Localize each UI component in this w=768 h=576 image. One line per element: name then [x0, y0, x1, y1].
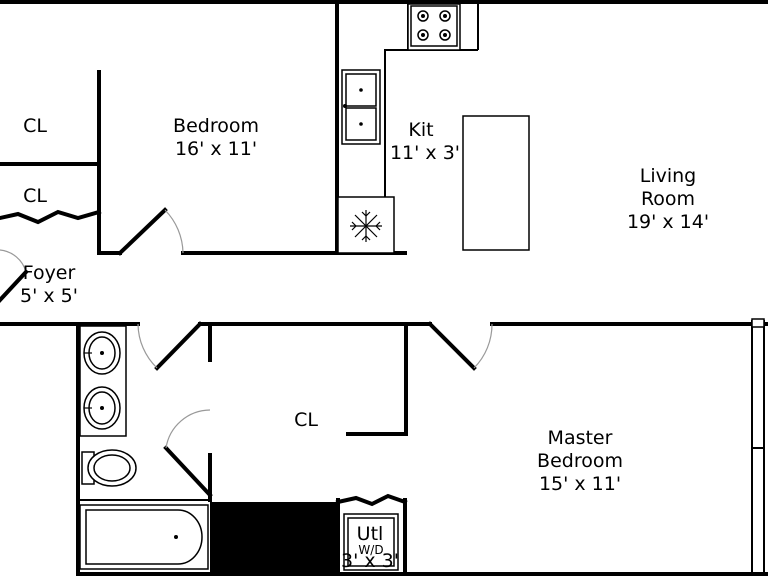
- closet-label: CL: [294, 409, 318, 431]
- lower-walls: [76, 318, 768, 576]
- kitchen-name: Kit: [408, 119, 433, 141]
- utility-closet: [335, 493, 408, 576]
- foyer-name: Foyer: [23, 262, 76, 284]
- closet-label: CL: [23, 115, 47, 137]
- kitchen-size: 11' x 3': [390, 142, 460, 164]
- foyer-size: 5' x 5': [20, 285, 78, 307]
- washer-dryer-label: W/D: [358, 543, 383, 557]
- sink-icon: [83, 331, 121, 375]
- closet-label: CL: [23, 185, 47, 207]
- kitchen-fixtures: [337, 2, 530, 254]
- bathtub-icon: [78, 499, 210, 570]
- stove-icon: [407, 3, 461, 51]
- sink-icon: [83, 386, 121, 430]
- bedroom-size: 16' x 11': [175, 138, 257, 160]
- doors: [0, 207, 493, 498]
- kitchen-sink-icon: [341, 69, 381, 145]
- living-room-size: 19' x 14': [627, 211, 709, 233]
- utility-name: Utl: [357, 523, 384, 545]
- refrigerator-icon: [337, 196, 395, 254]
- master-bedroom-name: Bedroom: [537, 450, 623, 472]
- living-room-name: Room: [641, 188, 695, 210]
- bedroom-name: Bedroom: [173, 115, 259, 137]
- master-bedroom-name: Master: [548, 427, 613, 449]
- kitchen-island: [462, 115, 530, 251]
- toilet-icon: [81, 449, 137, 487]
- utility-size: 3' x 3': [341, 550, 399, 572]
- master-bedroom-size: 15' x 11': [539, 473, 621, 495]
- bathroom-fixtures: [78, 325, 210, 570]
- chase-block: [210, 502, 338, 576]
- living-room-name: Living: [640, 165, 697, 187]
